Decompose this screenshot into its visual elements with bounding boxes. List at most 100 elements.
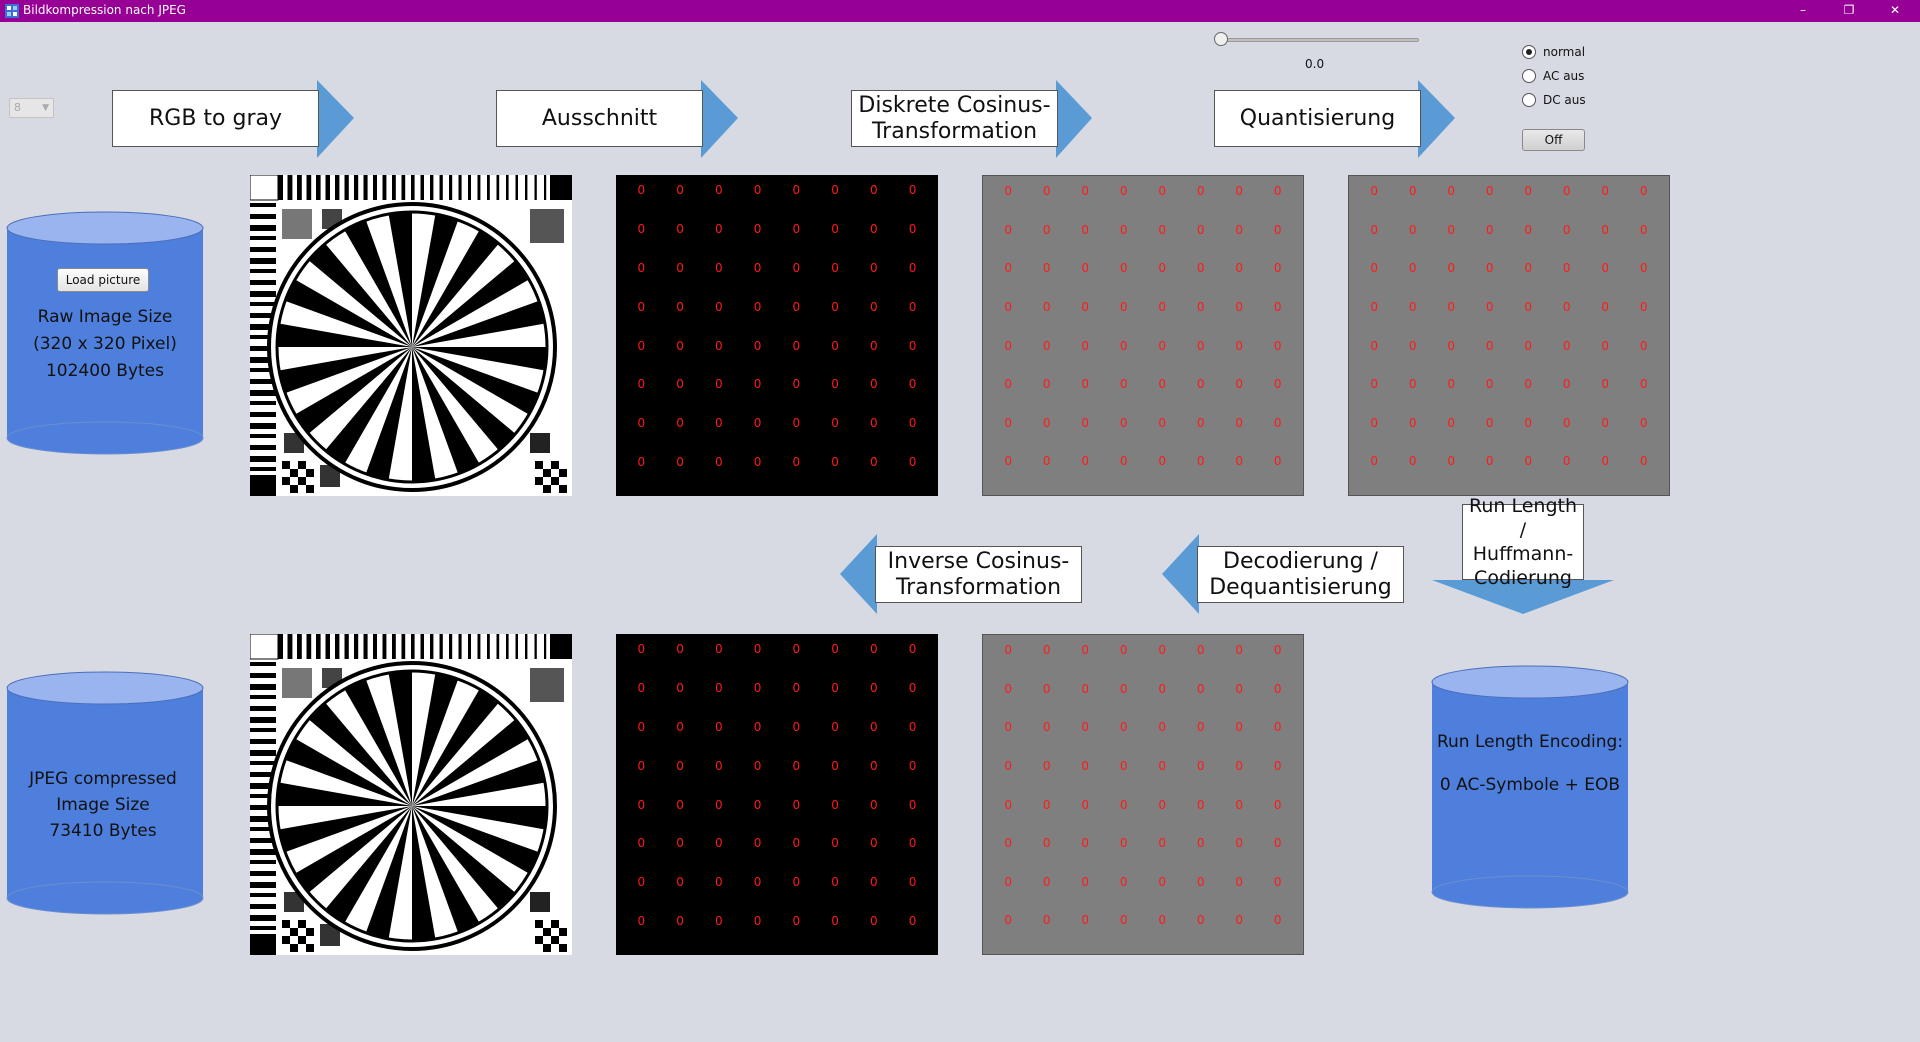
matrix-cell: 0 bbox=[1639, 415, 1648, 430]
matrix-cell: 0 bbox=[1485, 377, 1494, 392]
matrix-cell: 0 bbox=[908, 680, 917, 695]
matrix-cell: 0 bbox=[1273, 377, 1282, 392]
matrix-cell: 0 bbox=[676, 377, 684, 392]
matrix-cell: 0 bbox=[1081, 299, 1090, 314]
radio-normal-label: normal bbox=[1543, 45, 1586, 59]
matrix-cell: 0 bbox=[1196, 377, 1205, 392]
matrix-cell: 0 bbox=[753, 642, 762, 656]
radio-normal-indicator[interactable] bbox=[1522, 45, 1536, 59]
step-quantisierung: Quantisierung bbox=[1214, 90, 1421, 147]
block-size-combo[interactable]: 8 ▼ bbox=[9, 98, 54, 118]
matrix-cell: 0 bbox=[1158, 184, 1167, 198]
matrix-cell: 0 bbox=[715, 875, 723, 890]
matrix-cell: 0 bbox=[792, 455, 801, 470]
matrix-cell: 0 bbox=[1562, 299, 1571, 314]
matrix-cell: 0 bbox=[1196, 797, 1205, 812]
matrix-cell: 0 bbox=[1081, 874, 1090, 889]
matrix-cell: 0 bbox=[1119, 643, 1128, 657]
matrix-cell: 0 bbox=[715, 719, 723, 734]
matrix-cell: 0 bbox=[1601, 338, 1610, 353]
restore-icon[interactable]: ❐ bbox=[1843, 3, 1855, 17]
matrix-cell: 0 bbox=[1081, 720, 1090, 735]
matrix-cell: 0 bbox=[1158, 797, 1167, 812]
matrix-cell: 0 bbox=[1273, 836, 1282, 851]
minimize-icon[interactable]: – bbox=[1800, 3, 1806, 17]
matrix-cell: 0 bbox=[1196, 299, 1205, 314]
matrix-cell: 0 bbox=[637, 455, 646, 470]
matrix-cell: 0 bbox=[1370, 415, 1379, 430]
radio-dc-aus-indicator[interactable] bbox=[1522, 93, 1536, 107]
matrix-cell: 0 bbox=[1119, 681, 1128, 696]
matrix-cell: 0 bbox=[1447, 415, 1456, 430]
window-title: Bildkompression nach JPEG bbox=[23, 3, 186, 17]
matrix-cell: 0 bbox=[831, 183, 839, 197]
matrix-cell: 0 bbox=[676, 914, 684, 929]
matrix-cell: 0 bbox=[1408, 184, 1417, 198]
matrix-cell: 0 bbox=[1158, 874, 1167, 889]
matrix-cell: 0 bbox=[1158, 377, 1167, 392]
matrix-cell: 0 bbox=[637, 875, 646, 890]
raw-storage-cylinder bbox=[6, 211, 204, 455]
matrix-cell: 0 bbox=[1196, 643, 1205, 657]
matrix-cell: 0 bbox=[1562, 415, 1571, 430]
matrix-cell: 0 bbox=[1081, 797, 1090, 812]
matrix-cell: 0 bbox=[1119, 299, 1128, 314]
step-decodierung-line1: Decodierung / bbox=[1223, 548, 1378, 574]
matrix-cell: 0 bbox=[1119, 415, 1128, 430]
matrix-cell: 0 bbox=[1273, 913, 1282, 928]
matrix-cell: 0 bbox=[1119, 184, 1128, 198]
matrix-cell: 0 bbox=[1408, 377, 1417, 392]
rle-line2: 0 AC-Symbole + EOB bbox=[1439, 775, 1621, 795]
matrix-cell: 0 bbox=[637, 914, 646, 929]
matrix-cell: 0 bbox=[1158, 261, 1167, 276]
matrix-cell: 0 bbox=[1639, 299, 1648, 314]
matrix-cell: 0 bbox=[753, 758, 762, 773]
matrix-cell: 0 bbox=[753, 455, 762, 470]
radio-ac-aus[interactable]: AC aus bbox=[1522, 69, 1584, 83]
matrix-cell: 0 bbox=[1119, 261, 1128, 276]
matrix-cell: 0 bbox=[1524, 222, 1533, 237]
matrix-cell: 0 bbox=[753, 260, 762, 275]
matrix-cell: 0 bbox=[870, 338, 878, 353]
matrix-cell: 0 bbox=[792, 260, 801, 275]
matrix-cell: 0 bbox=[1004, 643, 1013, 657]
chevron-down-icon[interactable]: ▼ bbox=[42, 103, 49, 113]
matrix-cell: 0 bbox=[1196, 184, 1205, 198]
matrix-cell: 0 bbox=[715, 338, 723, 353]
gray-test-image[interactable] bbox=[249, 174, 572, 496]
matrix-cell: 0 bbox=[1004, 913, 1013, 928]
matrix-cell: 0 bbox=[637, 183, 646, 197]
radio-normal[interactable]: normal bbox=[1522, 45, 1585, 59]
matrix-cell: 0 bbox=[1119, 758, 1128, 773]
matrix-cell: 0 bbox=[1235, 299, 1244, 314]
matrix-cell: 0 bbox=[1042, 184, 1051, 198]
matrix-cell: 0 bbox=[1524, 261, 1533, 276]
load-picture-button[interactable]: Load picture bbox=[57, 268, 149, 292]
matrix-cell: 0 bbox=[792, 836, 801, 851]
matrix-cell: 0 bbox=[1042, 720, 1051, 735]
matrix-cell: 0 bbox=[1273, 338, 1282, 353]
matrix-cell: 0 bbox=[1235, 377, 1244, 392]
matrix-cell: 0 bbox=[1196, 415, 1205, 430]
matrix-cell: 0 bbox=[1273, 720, 1282, 735]
matrix-cell: 0 bbox=[792, 797, 801, 812]
matrix-cell: 0 bbox=[1370, 222, 1379, 237]
matrix-cell: 0 bbox=[1196, 261, 1205, 276]
matrix-cell: 0 bbox=[1158, 913, 1167, 928]
off-button[interactable]: Off bbox=[1522, 129, 1585, 151]
step-ausschnitt: Ausschnitt bbox=[496, 90, 703, 147]
matrix-cell: 0 bbox=[1485, 454, 1494, 469]
compression-slider-thumb[interactable] bbox=[1214, 32, 1228, 46]
matrix-cell: 0 bbox=[1042, 758, 1051, 773]
matrix-cell: 0 bbox=[1081, 681, 1090, 696]
matrix-cell: 0 bbox=[1196, 222, 1205, 237]
matrix-cell: 0 bbox=[1081, 454, 1090, 469]
radio-ac-aus-indicator[interactable] bbox=[1522, 69, 1536, 83]
step-rgb-to-gray: RGB to gray bbox=[112, 90, 319, 147]
matrix-cell: 0 bbox=[1081, 338, 1090, 353]
close-icon[interactable]: ✕ bbox=[1889, 3, 1901, 17]
block-size-value: 8 bbox=[14, 101, 21, 114]
matrix-cell: 0 bbox=[1004, 299, 1013, 314]
matrix-cell: 0 bbox=[1408, 261, 1417, 276]
radio-dc-aus[interactable]: DC aus bbox=[1522, 93, 1586, 107]
